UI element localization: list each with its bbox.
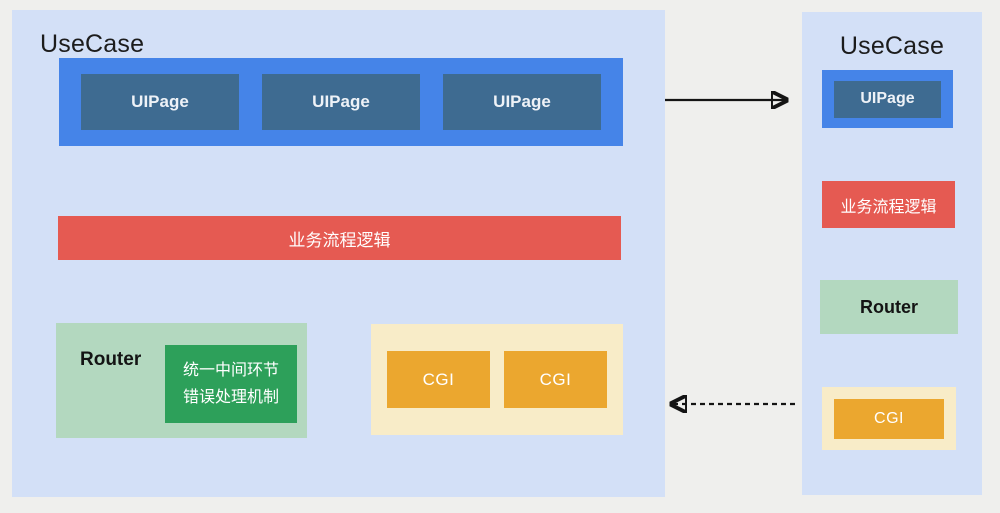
business-logic-bar: 业务流程逻辑 — [58, 216, 621, 260]
cgi-box: CGI — [834, 398, 944, 439]
side-cgi-container: CGI — [822, 387, 956, 450]
uipage-box: UIPage — [834, 80, 941, 118]
cgi-group: CGI CGI — [371, 324, 623, 435]
error-note-line: 统一中间环节 — [182, 362, 279, 379]
error-handling-box: 统一中间环节 错误处理机制 — [165, 345, 297, 423]
cgi-box: CGI — [504, 351, 607, 408]
side-uipage-container: UIPage — [822, 70, 953, 128]
router-group: Router 统一中间环节 错误处理机制 — [56, 323, 307, 438]
router-label: Router — [80, 349, 142, 370]
side-usecase-panel: UseCase UIPage 业务流程逻辑 Router CGI — [802, 12, 982, 495]
uipage-box: UIPage — [81, 74, 239, 130]
side-page-title: UseCase — [839, 32, 945, 60]
cgi-box: CGI — [387, 351, 490, 408]
main-usecase-panel: UseCase UIPage UIPage UIPage 业务流程逻辑 Rout… — [12, 10, 665, 497]
uipage-container: UIPage UIPage UIPage — [59, 58, 623, 146]
uipage-box: UIPage — [443, 74, 601, 130]
side-router-box: Router — [820, 280, 958, 334]
error-note-line: 错误处理机制 — [182, 389, 279, 406]
side-business-logic-box: 业务流程逻辑 — [822, 181, 955, 228]
uipage-box: UIPage — [262, 74, 420, 130]
page-title: UseCase — [40, 30, 145, 58]
